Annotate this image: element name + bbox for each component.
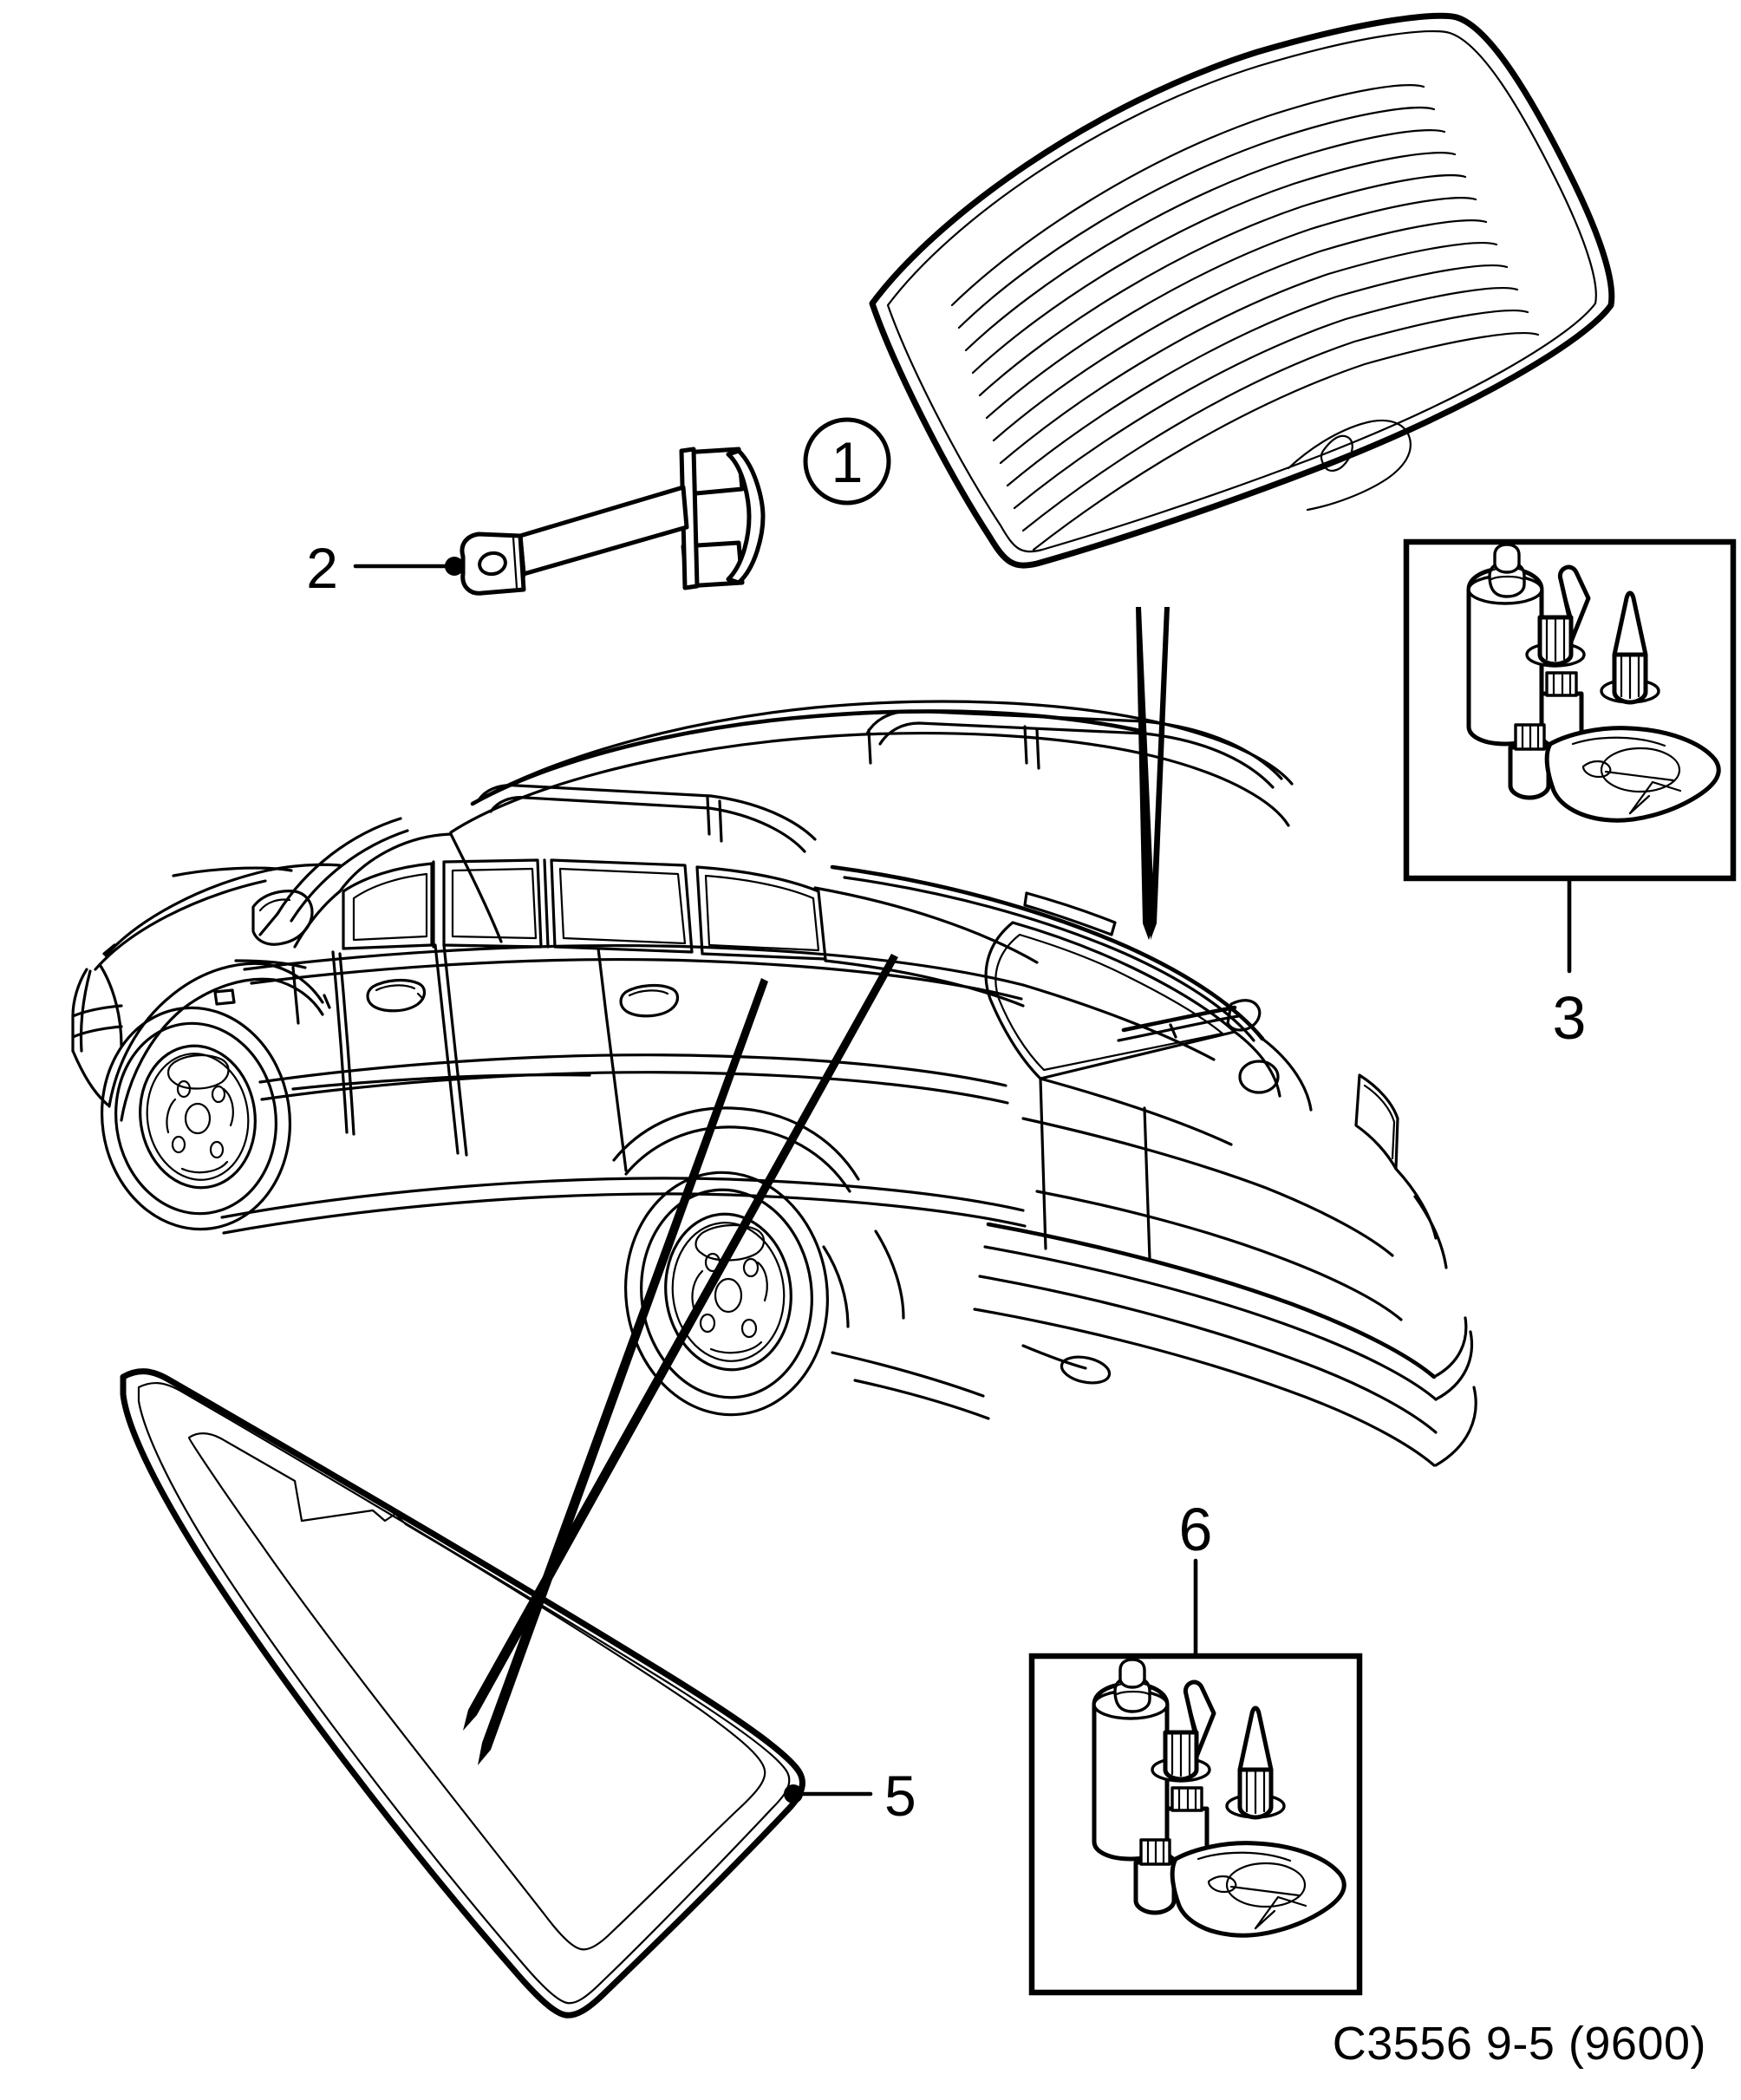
part-window-stop-bracket xyxy=(460,447,766,596)
part-rear-quarter-window xyxy=(120,1368,805,2018)
callout-3-leader: 3 xyxy=(1553,876,1587,1052)
primer-bottle-icon-6-2 xyxy=(1133,1838,1177,1915)
kit-box-6 xyxy=(1028,1653,1363,1996)
callout-6-leader: 6 xyxy=(1179,1496,1213,1659)
vehicle-illustration xyxy=(71,700,1477,1467)
figure-caption: C3556 9-5 (9600) xyxy=(1332,2018,1706,2070)
assembly-arrow-rear-window xyxy=(1136,607,1170,940)
wipe-sachet-icon-6 xyxy=(1170,1841,1347,1938)
callout-2-leader: 2 xyxy=(306,536,464,600)
nozzle-pointed-icon xyxy=(1600,590,1660,705)
callout-3-label: 3 xyxy=(1553,984,1587,1052)
nozzle-pointed-icon-6 xyxy=(1225,1705,1286,1820)
callout-6-label: 6 xyxy=(1179,1496,1213,1563)
callout-5-label: 5 xyxy=(884,1764,916,1828)
callout-2-label: 2 xyxy=(306,536,338,600)
primer-bottle-icon-2 xyxy=(1508,723,1551,800)
wipe-sachet-icon xyxy=(1544,726,1721,823)
adhesive-cartridge-icon xyxy=(1466,543,1544,747)
assembly-arrow-quarter-window xyxy=(463,954,898,1765)
adhesive-cartridge-icon-6 xyxy=(1092,1658,1170,1862)
rear-window-heating-grid xyxy=(950,84,1540,551)
callout-1-label: 1 xyxy=(831,430,864,494)
callout-5-leader: 5 xyxy=(784,1764,916,1828)
nozzle-cut-icon xyxy=(1525,564,1591,668)
nozzle-cut-icon-6 xyxy=(1151,1679,1216,1783)
kit-box-3 xyxy=(1403,538,1737,882)
callout-1: 1 xyxy=(803,417,891,505)
part-rear-windscreen xyxy=(869,12,1615,569)
